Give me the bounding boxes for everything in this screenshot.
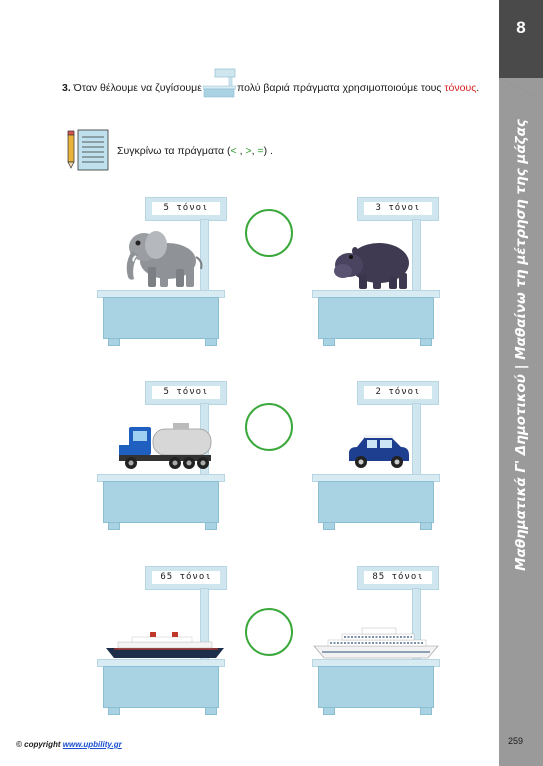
weight-label: 85 τόνοι [364, 571, 432, 584]
less-than-symbol: < [230, 145, 237, 157]
question-text-after: πολύ βαριά πράγματα χρησιμοποιούμε τους [237, 82, 445, 94]
weight-sign: 65 τόνοι [145, 566, 227, 590]
question-text-before: Όταν θέλουμε να ζυγίσουμε [70, 82, 202, 94]
weight-label: 5 τόνοι [152, 202, 220, 215]
weight-label: 5 τόνοι [152, 386, 220, 399]
scale-body [103, 481, 219, 523]
cruise-ship-icon [313, 627, 439, 659]
scale-foot [420, 338, 432, 346]
scale-foot [323, 338, 335, 346]
comparison-circle[interactable] [245, 209, 293, 257]
question-line-end: πολύ βαριά πράγματα χρησιμοποιούμε τους … [237, 82, 479, 94]
hippo-icon [334, 243, 409, 289]
weight-sign: 2 τόνοι [357, 381, 439, 405]
copyright: © copyright www.upbility.gr [16, 740, 122, 749]
weight-sign: 5 τόνοι [145, 381, 227, 405]
weight-label: 2 τόνοι [364, 386, 432, 399]
sidebar-title: Μαθηματικά Γ' Δημοτικού | Μαθαίνω τη μέτ… [513, 119, 529, 571]
weight-sign: 85 τόνοι [357, 566, 439, 590]
scale-icon [203, 68, 236, 98]
sidebar [499, 0, 543, 766]
scale-foot [108, 707, 120, 715]
scale-foot [205, 338, 217, 346]
question-number: 3. [62, 82, 71, 94]
weight-label: 65 τόνοι [152, 571, 220, 584]
tanker-truck-icon [119, 423, 212, 469]
scale-foot [205, 707, 217, 715]
scale-body [103, 297, 219, 339]
instruction-before: Συγκρίνω τα πράγματα ( [117, 145, 231, 157]
scale-foot [323, 522, 335, 530]
weight-sign: 5 τόνοι [145, 197, 227, 221]
instruction-sep1: , [236, 145, 246, 157]
scale-foot [420, 522, 432, 530]
elephant-icon [126, 231, 203, 287]
scale-foot [205, 522, 217, 530]
scale-foot [420, 707, 432, 715]
scale-body [318, 666, 434, 708]
notebook-pencil-icon [67, 129, 109, 171]
scale-pole [412, 219, 421, 293]
weight-sign: 3 τόνοι [357, 197, 439, 221]
instruction-sep2: , [251, 145, 258, 157]
chapter-number: 8 [516, 18, 526, 37]
scale-body [318, 297, 434, 339]
question-highlight: τόνους [444, 82, 477, 94]
comparison-circle[interactable] [245, 403, 293, 451]
scale-body [103, 666, 219, 708]
copyright-text: © copyright [16, 740, 63, 749]
website-link[interactable]: www.upbility.gr [62, 740, 122, 749]
sidebar-fold-shape [499, 78, 543, 100]
scale-foot [323, 707, 335, 715]
page-number: 259 [508, 736, 524, 746]
comparison-circle[interactable] [245, 608, 293, 656]
question-end: . [476, 82, 480, 94]
scale-body [318, 481, 434, 523]
scale-foot [108, 338, 120, 346]
equals-symbol: = [257, 145, 264, 157]
question-line: 3. Όταν θέλουμε να ζυγίσουμε [62, 82, 202, 94]
weight-label: 3 τόνοι [364, 202, 432, 215]
scale-pole [412, 403, 421, 477]
car-icon [349, 435, 409, 468]
ship-icon [106, 632, 224, 658]
instruction-text: Συγκρίνω τα πράγματα (< , >, =) . [117, 145, 273, 157]
scale-foot [108, 522, 120, 530]
greater-than-symbol: > [245, 145, 252, 157]
instruction-after: ) . [263, 145, 273, 157]
